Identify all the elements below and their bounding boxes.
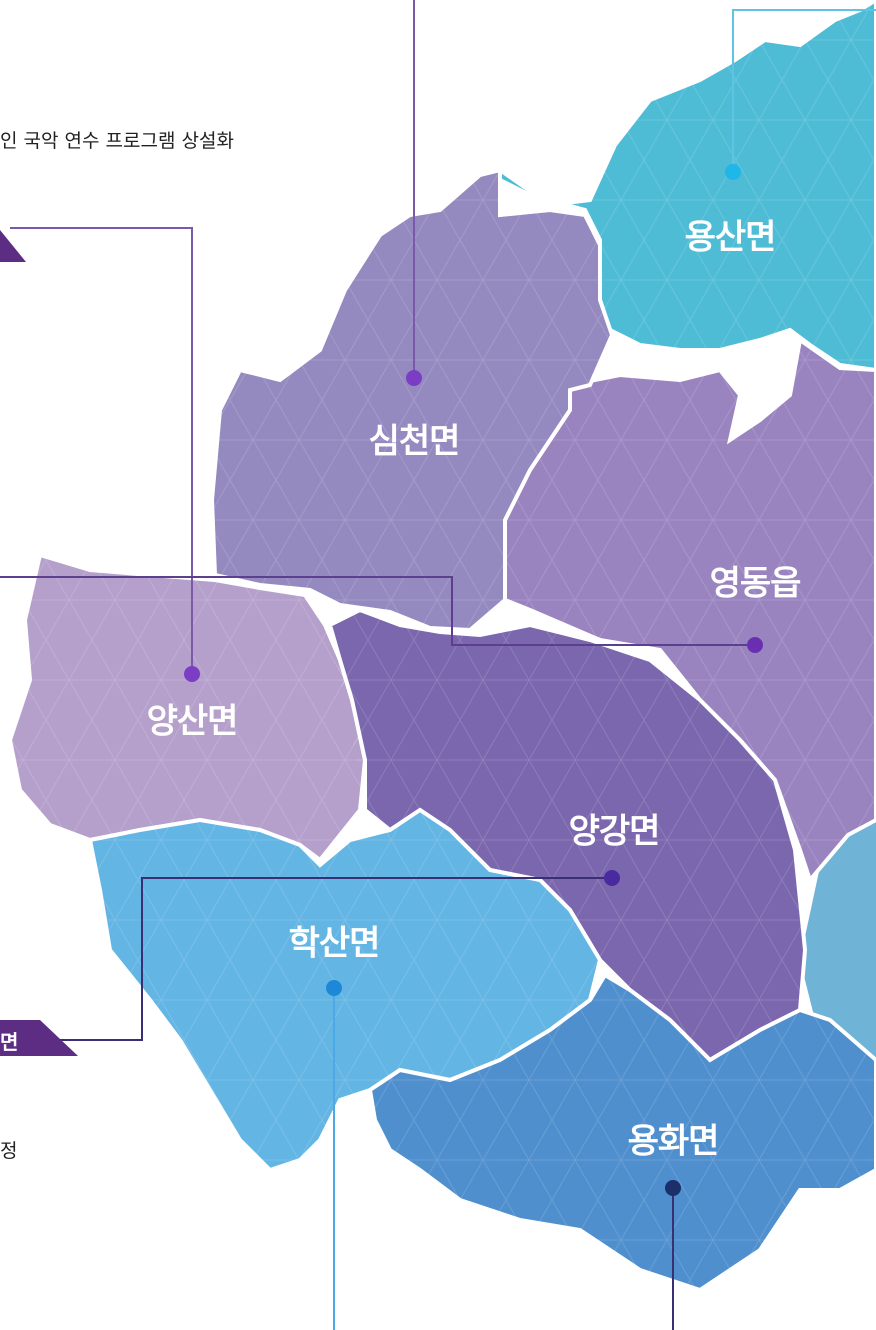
tab-text-bottom: 면 — [0, 1030, 19, 1054]
marker-dot-yonghwa[interactable] — [665, 1180, 681, 1196]
tab-marker-bottom — [0, 1020, 78, 1056]
label-yeongdong: 영동읍 — [709, 563, 802, 604]
label-yonghwa: 용화면 — [627, 1121, 720, 1162]
leader-line-yongsan — [732, 9, 876, 172]
label-yongsan: 용산면 — [684, 217, 777, 258]
marker-dot-haksan[interactable] — [326, 980, 342, 996]
region-edge-right — [800, 290, 876, 1060]
marker-dot-yanggang[interactable] — [604, 870, 620, 886]
label-yanggang: 양강면 — [568, 811, 661, 852]
text-snippet-top: 인 국악 연수 프로그램 상설화 — [0, 130, 234, 152]
leader-line-yeongdong — [0, 576, 755, 646]
tab-marker-top — [0, 230, 26, 262]
marker-dot-yongsan[interactable] — [725, 164, 741, 180]
marker-dot-yangsan[interactable] — [184, 666, 200, 682]
label-simcheon: 심천면 — [368, 421, 461, 462]
leader-line-yangsan — [10, 227, 193, 674]
label-yangsan: 양산면 — [146, 701, 239, 742]
leader-line-yanggang — [0, 877, 612, 1041]
marker-dot-yeongdong[interactable] — [747, 637, 763, 653]
text-snippet-bottom: 정 — [0, 1140, 18, 1162]
label-haksan: 학산면 — [288, 923, 381, 964]
marker-dot-simcheon[interactable] — [406, 370, 422, 386]
